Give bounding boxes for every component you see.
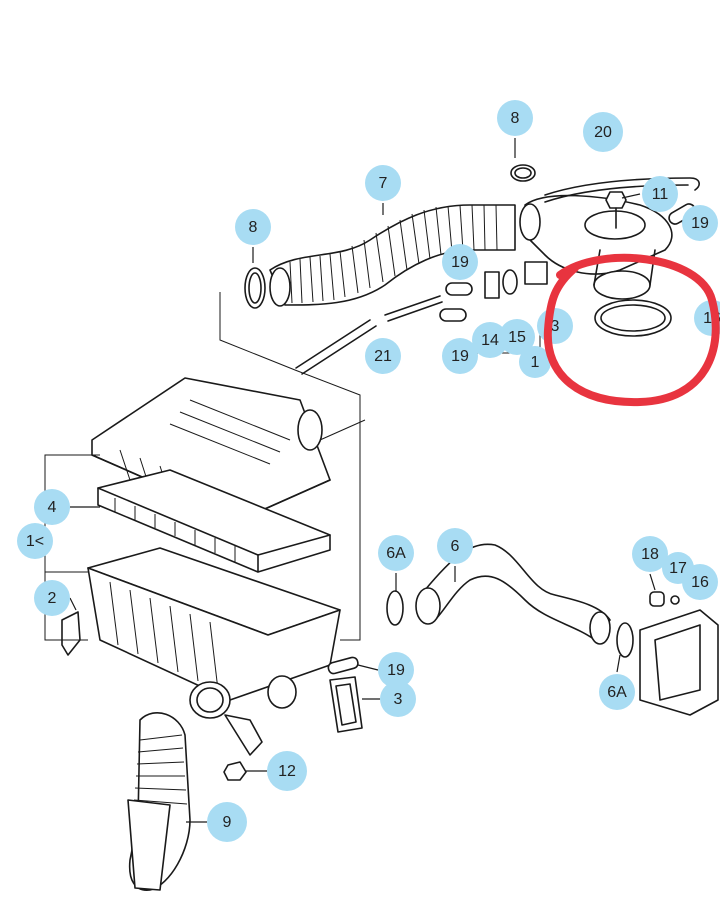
callout-bubble (442, 338, 478, 374)
callout-label: 19 (451, 254, 469, 271)
callout-label: 12 (278, 763, 296, 780)
callout-bubble (499, 319, 535, 355)
callout-bubble (378, 535, 414, 571)
air-filter-housing (44, 377, 363, 781)
callout-label: 6A (607, 684, 627, 701)
callout-label: 17 (669, 560, 687, 577)
callout-bubble (34, 489, 70, 525)
callout-bubble (34, 580, 70, 616)
callout-bubble (365, 165, 401, 201)
callout-bubble (472, 322, 508, 358)
callout-bubble (235, 209, 271, 245)
callout-leader-line (69, 597, 77, 611)
intake-duct-9 (127, 711, 191, 891)
callout-label: 19 (387, 662, 405, 679)
callout-label: 8 (511, 110, 520, 127)
bracket-16 (639, 591, 719, 716)
callout-bubble (380, 681, 416, 717)
callout-leader-line (357, 664, 379, 671)
callout-bubble (378, 652, 414, 688)
callout-bubble (632, 536, 668, 572)
callout-bubble (599, 674, 635, 710)
callout-bubble (497, 100, 533, 136)
callout-label: 6A (386, 545, 406, 562)
callout-label: 14 (481, 332, 499, 349)
callout-label: 1< (26, 533, 44, 550)
callout-label: 6 (451, 538, 460, 555)
intake-pipe-6 (386, 543, 634, 658)
callout-label: 3 (394, 691, 403, 708)
callout-leader-line (616, 654, 621, 673)
callout-label: 11 (652, 186, 669, 203)
callout-leader-line (621, 193, 641, 199)
callout-label: 1 (531, 354, 540, 371)
callout-label: 19 (691, 215, 709, 232)
callout-bubble (442, 244, 478, 280)
callout-bubble (437, 528, 473, 564)
callout-bubble (583, 112, 623, 152)
callout-label: 15 (508, 329, 526, 346)
callout-leader-line (649, 573, 656, 591)
callout-bubble (365, 338, 401, 374)
callout-label: 3 (551, 318, 560, 335)
callout-label: 8 (249, 219, 258, 236)
callout-bubble (267, 751, 307, 791)
upper-intake-parts (219, 164, 700, 441)
callout-label: 4 (48, 499, 57, 516)
callout-bubble (642, 176, 678, 212)
callout-bubble (17, 523, 53, 559)
highlight-circle (543, 253, 720, 407)
callout-label: 19 (451, 348, 469, 365)
callout-label: 18 (641, 546, 659, 563)
callout-bubble (519, 346, 551, 378)
callout-bubble (207, 802, 247, 842)
callout-label: 21 (374, 348, 392, 365)
callout-label: 16 (691, 574, 709, 591)
callout-label: 7 (379, 175, 388, 192)
callout-bubble (682, 564, 718, 600)
callout-label: 2 (48, 590, 57, 607)
callout-label: 9 (223, 814, 232, 831)
callout-bubble (682, 205, 718, 241)
callout-label: 20 (594, 124, 612, 141)
